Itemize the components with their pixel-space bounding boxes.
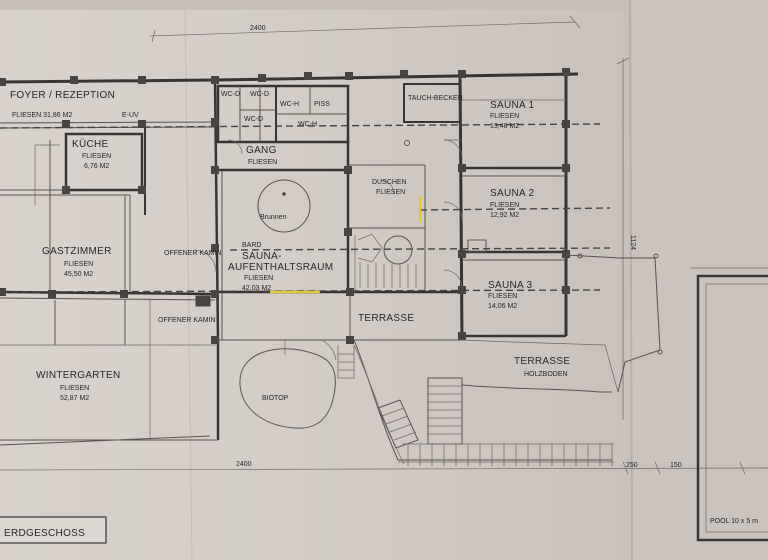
- wc-d-label-2: WC-D: [250, 91, 269, 98]
- terrace-outline: [353, 339, 614, 466]
- gastzimmer-floor: FLIESEN: [64, 261, 93, 268]
- kueche-area: 6,76 M2: [84, 163, 109, 170]
- duschen-name: DUSCHEN: [372, 179, 407, 186]
- wall-posts: [0, 68, 570, 344]
- dim-side-label: 1124: [629, 235, 636, 250]
- foyer-area: FLIESEN 31,86 M2: [12, 112, 72, 119]
- kamin-label-2: OFFENER KAMIN: [158, 317, 216, 324]
- gastzimmer-name: GASTZIMMER: [42, 246, 112, 257]
- piss-label: PISS: [314, 101, 330, 108]
- foyer-name: FOYER / REZEPTION: [10, 90, 115, 101]
- gang-name: GANG: [246, 145, 277, 156]
- brunnen-label: Brunnen: [260, 214, 287, 221]
- wintergarten-name: WINTERGARTEN: [36, 370, 121, 381]
- holzboden-label: HOLZBODEN: [524, 371, 568, 378]
- kueche-floor: FLIESEN: [82, 153, 111, 160]
- sauna2-name: SAUNA 2: [490, 188, 534, 199]
- wintergarten-walls: [0, 300, 218, 440]
- door-swings: [193, 139, 463, 289]
- kamin-label-1: OFFENER KAMIN: [164, 250, 222, 257]
- labels: 2400 2400 1124 250 150 FOYER / REZEPTION…: [4, 25, 758, 539]
- dimension-bottom: [0, 461, 768, 475]
- pool-inner: [705, 283, 768, 533]
- aufenthalt-area: 42,03 M2: [242, 285, 271, 292]
- floor-title: ERDGESCHOSS: [4, 528, 85, 539]
- wc-block: [216, 84, 350, 172]
- brunnen-circle: [257, 179, 311, 233]
- terrasse-label-1: TERRASSE: [358, 313, 414, 324]
- dim-bottom-label: 2400: [236, 461, 252, 468]
- highlighted-doors: [270, 195, 422, 294]
- gastzimmer-area: 45,50 M2: [64, 271, 93, 278]
- sauna2-area: 12,92 M2: [490, 212, 519, 219]
- wintergarten-area: 52,87 M2: [60, 395, 89, 402]
- aufenthalt-line1: SAUNA-: [242, 251, 282, 262]
- euv-label: E-UV: [122, 112, 139, 119]
- dimension-side: [616, 57, 630, 420]
- wc-d-label-1: WC-D: [221, 91, 240, 98]
- sauna3-floor: FLIESEN: [488, 293, 517, 300]
- sauna3-name: SAUNA 3: [488, 280, 532, 291]
- kueche-name: KÜCHE: [72, 138, 109, 150]
- wc-d-label-3: WC-D: [244, 116, 263, 123]
- kitchen-walls: [34, 122, 146, 292]
- sauna1-area: 13,48 M2: [490, 123, 519, 130]
- duschen-floor: FLIESEN: [376, 189, 405, 196]
- pool-outline: [696, 274, 768, 542]
- dim-150-label: 150: [670, 462, 682, 469]
- dim-top-label: 2400: [250, 25, 266, 32]
- dimension-top: [149, 15, 581, 43]
- holzboden-outline: [461, 253, 663, 393]
- terrasse-label-2: TERRASSE: [514, 356, 570, 367]
- sauna1-name: SAUNA 1: [490, 100, 534, 111]
- dim-250-label: 250: [626, 462, 638, 469]
- bard-label: BARD: [242, 242, 261, 249]
- sauna1-floor: FLIESEN: [490, 113, 519, 120]
- biotop-shape: [239, 348, 336, 429]
- staircase: [357, 233, 417, 288]
- wintergarten-floor: FLIESEN: [60, 385, 89, 392]
- pool-label: POOL 10 x 5 m: [710, 518, 758, 525]
- tauchbecken-label: TAUCH-BECKEN: [408, 95, 463, 102]
- wc-h-label-2: WC-H: [298, 121, 317, 128]
- title-box: [0, 516, 107, 544]
- gang-floor: FLIESEN: [248, 159, 277, 166]
- wc-h-label: WC-H: [280, 101, 299, 108]
- sauna2-floor: FLIESEN: [490, 202, 519, 209]
- aufenthalt-floor: FLIESEN: [244, 275, 273, 282]
- aufenthalt-line2: AUFENTHALTSRAUM: [228, 262, 333, 273]
- biotop-label: BIOTOP: [262, 395, 289, 402]
- sauna3-area: 14,06 M2: [488, 303, 517, 310]
